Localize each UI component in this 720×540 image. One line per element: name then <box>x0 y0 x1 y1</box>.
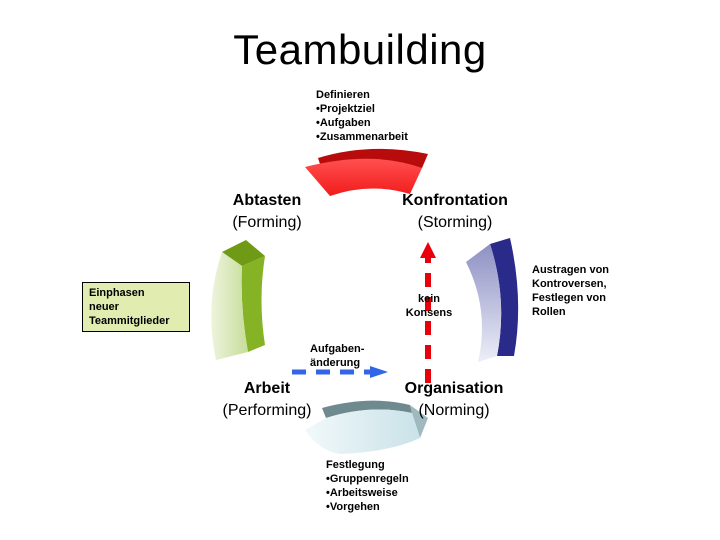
note-top-define: Definieren •Projektziel •Aufgaben •Zusam… <box>316 88 408 144</box>
segment-left-green <box>211 240 265 360</box>
blue-arrow-head <box>370 366 388 378</box>
segment-left-top-cap <box>222 240 265 266</box>
note-line: Kontroversen, <box>532 278 607 290</box>
red-arrow-label: kein Konsens <box>398 292 460 320</box>
phase-storming: Konfrontation (Storming) <box>380 190 530 234</box>
note-line: Teammitglieder <box>89 315 170 327</box>
note-line: änderung <box>310 357 361 369</box>
segment-bottom-teal <box>305 400 428 454</box>
note-line: •Aufgaben <box>316 117 371 129</box>
phase-norming: Organisation (Norming) <box>384 378 524 422</box>
note-left-new-members-box: Einphasen neuer Teammitglieder <box>82 282 190 332</box>
segment-bottom-side <box>410 405 428 438</box>
phase-norming-label: Organisation <box>404 380 504 397</box>
note-line: Definieren <box>316 89 370 101</box>
blue-arrow-task-change <box>292 366 388 378</box>
segment-top-red <box>305 148 428 196</box>
red-arrow-head <box>420 242 436 258</box>
blue-arrow-label: Aufgaben- änderung <box>310 342 364 370</box>
segment-left-front <box>211 252 248 360</box>
phase-forming: Abtasten (Forming) <box>200 190 334 234</box>
phase-performing: Arbeit (Performing) <box>200 378 334 422</box>
note-line: •Arbeitsweise <box>326 487 398 499</box>
note-line: •Vorgehen <box>326 501 380 513</box>
segment-right-front <box>466 244 502 362</box>
note-line: Festlegung <box>326 459 385 471</box>
note-line: •Projektziel <box>316 103 375 115</box>
note-line: •Zusammenarbeit <box>316 131 408 143</box>
note-line: neuer <box>89 301 119 313</box>
phase-performing-sub: (Performing) <box>222 402 312 419</box>
segment-bottom-front <box>305 409 420 454</box>
note-line: kein <box>417 293 440 305</box>
phase-forming-sub: (Forming) <box>232 214 302 231</box>
page-title: Teambuilding <box>233 26 487 73</box>
note-line: Rollen <box>532 306 566 318</box>
note-line: Aufgaben- <box>310 343 365 355</box>
note-line: Konsens <box>405 307 453 319</box>
phase-performing-label: Arbeit <box>243 380 291 397</box>
phase-storming-label: Konfrontation <box>402 192 508 209</box>
phase-forming-label: Abtasten <box>232 192 302 209</box>
note-line: Austragen von <box>532 264 610 276</box>
red-arrow-no-consensus <box>420 242 436 383</box>
segment-right-blue <box>466 238 519 362</box>
segment-left-side <box>241 256 265 352</box>
segment-top-front <box>305 158 422 196</box>
note-line: Festlegen von <box>532 292 606 304</box>
phase-norming-sub: (Norming) <box>418 402 490 419</box>
note-bottom-rules: Festlegung •Gruppenregeln •Arbeitsweise … <box>326 458 409 514</box>
note-right-controversies: Austragen von Kontroversen, Festlegen vo… <box>532 263 609 319</box>
phase-storming-sub: (Storming) <box>417 214 493 231</box>
note-line: •Gruppenregeln <box>326 473 409 485</box>
segment-right-side <box>490 238 519 356</box>
segment-bottom-top <box>322 400 412 418</box>
note-line: Einphasen <box>89 287 145 299</box>
